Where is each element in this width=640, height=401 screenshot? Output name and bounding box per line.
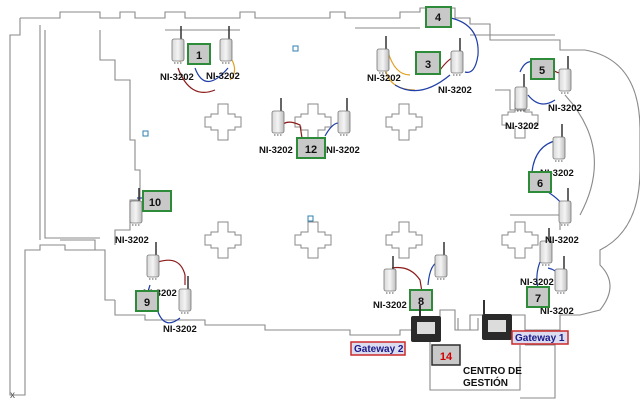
device-body bbox=[376, 48, 390, 72]
device-label: NI-3202 bbox=[520, 277, 554, 288]
ni-3202-device[interactable] bbox=[146, 242, 160, 280]
device-body bbox=[434, 254, 448, 278]
node-box-1[interactable]: 1 bbox=[187, 43, 211, 65]
node-box-8[interactable]: 8 bbox=[409, 289, 433, 311]
device-label: NI-3202 bbox=[163, 324, 197, 335]
ni-3202-device[interactable] bbox=[514, 74, 528, 112]
ni-3202-device[interactable] bbox=[171, 26, 185, 64]
device-body bbox=[450, 50, 464, 74]
node-box-4[interactable]: 4 bbox=[425, 6, 452, 28]
ni-3202-device[interactable] bbox=[219, 26, 233, 64]
node-boxes: 1 3 4 5 6 7 8 9 bbox=[135, 6, 555, 366]
ni-3202-device[interactable] bbox=[178, 276, 192, 314]
gateway-2-label: Gateway 2 bbox=[350, 341, 406, 356]
device-label: NI-3202 bbox=[540, 306, 574, 317]
ni-3202-device[interactable] bbox=[383, 256, 397, 294]
ni-3202-device[interactable] bbox=[552, 124, 566, 162]
device-labels: NI-3202 NI-3202 NI-3202 NI-3202 NI-3202 … bbox=[115, 71, 582, 335]
device-label: NI-3202 bbox=[115, 235, 149, 246]
device-body bbox=[146, 254, 160, 278]
device-label: NI-3202 bbox=[545, 235, 579, 246]
device-body bbox=[271, 110, 285, 134]
gateway-1-device[interactable] bbox=[482, 300, 512, 340]
device-label: NI-3202 bbox=[505, 121, 539, 132]
ni-3202-device[interactable] bbox=[450, 38, 464, 76]
device-label: NI-3202 bbox=[548, 103, 582, 114]
node-number: 5 bbox=[539, 65, 545, 77]
device-label: NI-3202 bbox=[259, 145, 293, 156]
device-label: NI-3202 bbox=[160, 72, 194, 83]
ni-3202-device[interactable] bbox=[434, 242, 448, 280]
device-label: NI-3202 bbox=[438, 85, 472, 96]
device-body bbox=[558, 200, 572, 224]
device-body bbox=[171, 38, 185, 62]
node-box-12[interactable]: 12 bbox=[296, 137, 326, 159]
device-body bbox=[539, 240, 553, 264]
devices-layer bbox=[129, 26, 572, 314]
device-label: NI-3202 bbox=[326, 145, 360, 156]
node-number: 3 bbox=[425, 59, 431, 71]
node-number: 8 bbox=[418, 296, 424, 308]
device-body bbox=[554, 268, 568, 292]
node-number: 12 bbox=[305, 144, 317, 156]
node-box-6[interactable]: 6 bbox=[528, 171, 552, 193]
node-number: 10 bbox=[149, 197, 161, 209]
device-label: NI-3202 bbox=[206, 71, 240, 82]
ni-3202-device[interactable] bbox=[558, 188, 572, 226]
svg-text:Gateway 2: Gateway 2 bbox=[354, 344, 404, 355]
node-box-10[interactable]: 10 bbox=[142, 190, 172, 212]
device-label: NI-3202 bbox=[143, 288, 177, 299]
node-box-14[interactable]: 14 bbox=[431, 344, 461, 366]
management-center-line1: CENTRO DE bbox=[463, 366, 522, 377]
node-box-3[interactable]: 3 bbox=[415, 51, 441, 75]
ni-3202-device[interactable] bbox=[554, 256, 568, 294]
node-number: 14 bbox=[440, 351, 453, 363]
building-outline bbox=[9, 7, 640, 399]
svg-text:Gateway 1: Gateway 1 bbox=[515, 333, 565, 344]
device-body bbox=[129, 200, 143, 224]
node-box-9[interactable]: 9 bbox=[135, 290, 159, 312]
node-number: 9 bbox=[144, 297, 150, 309]
device-body bbox=[178, 288, 192, 312]
device-body bbox=[383, 268, 397, 292]
ni-3202-device[interactable] bbox=[271, 98, 285, 136]
device-body bbox=[219, 38, 233, 62]
device-body bbox=[552, 136, 566, 160]
node-number: 7 bbox=[535, 293, 541, 305]
device-label: NI-3202 bbox=[540, 168, 574, 179]
corner-mark: x bbox=[10, 390, 15, 401]
node-number: 6 bbox=[537, 178, 543, 190]
device-label: NI-3202 bbox=[367, 73, 401, 84]
node-number: 1 bbox=[196, 50, 202, 62]
management-center-line2: GESTIÓN bbox=[463, 376, 508, 389]
ni-3202-device[interactable] bbox=[539, 228, 553, 266]
gateway-1-label: Gateway 1 bbox=[511, 330, 569, 345]
device-label: NI-3202 bbox=[373, 300, 407, 311]
pillars bbox=[204, 101, 539, 259]
marker-squares bbox=[142, 45, 314, 222]
device-body bbox=[514, 86, 528, 110]
device-body bbox=[337, 110, 351, 134]
node-box-7[interactable]: 7 bbox=[526, 286, 550, 308]
ni-3202-device[interactable] bbox=[558, 56, 572, 94]
node-number: 4 bbox=[435, 12, 442, 24]
node-box-5[interactable]: 5 bbox=[530, 58, 555, 80]
ni-3202-device[interactable] bbox=[337, 98, 351, 136]
gateway-2-device[interactable] bbox=[411, 305, 441, 342]
device-body bbox=[558, 68, 572, 92]
ni-3202-device[interactable] bbox=[376, 36, 390, 74]
